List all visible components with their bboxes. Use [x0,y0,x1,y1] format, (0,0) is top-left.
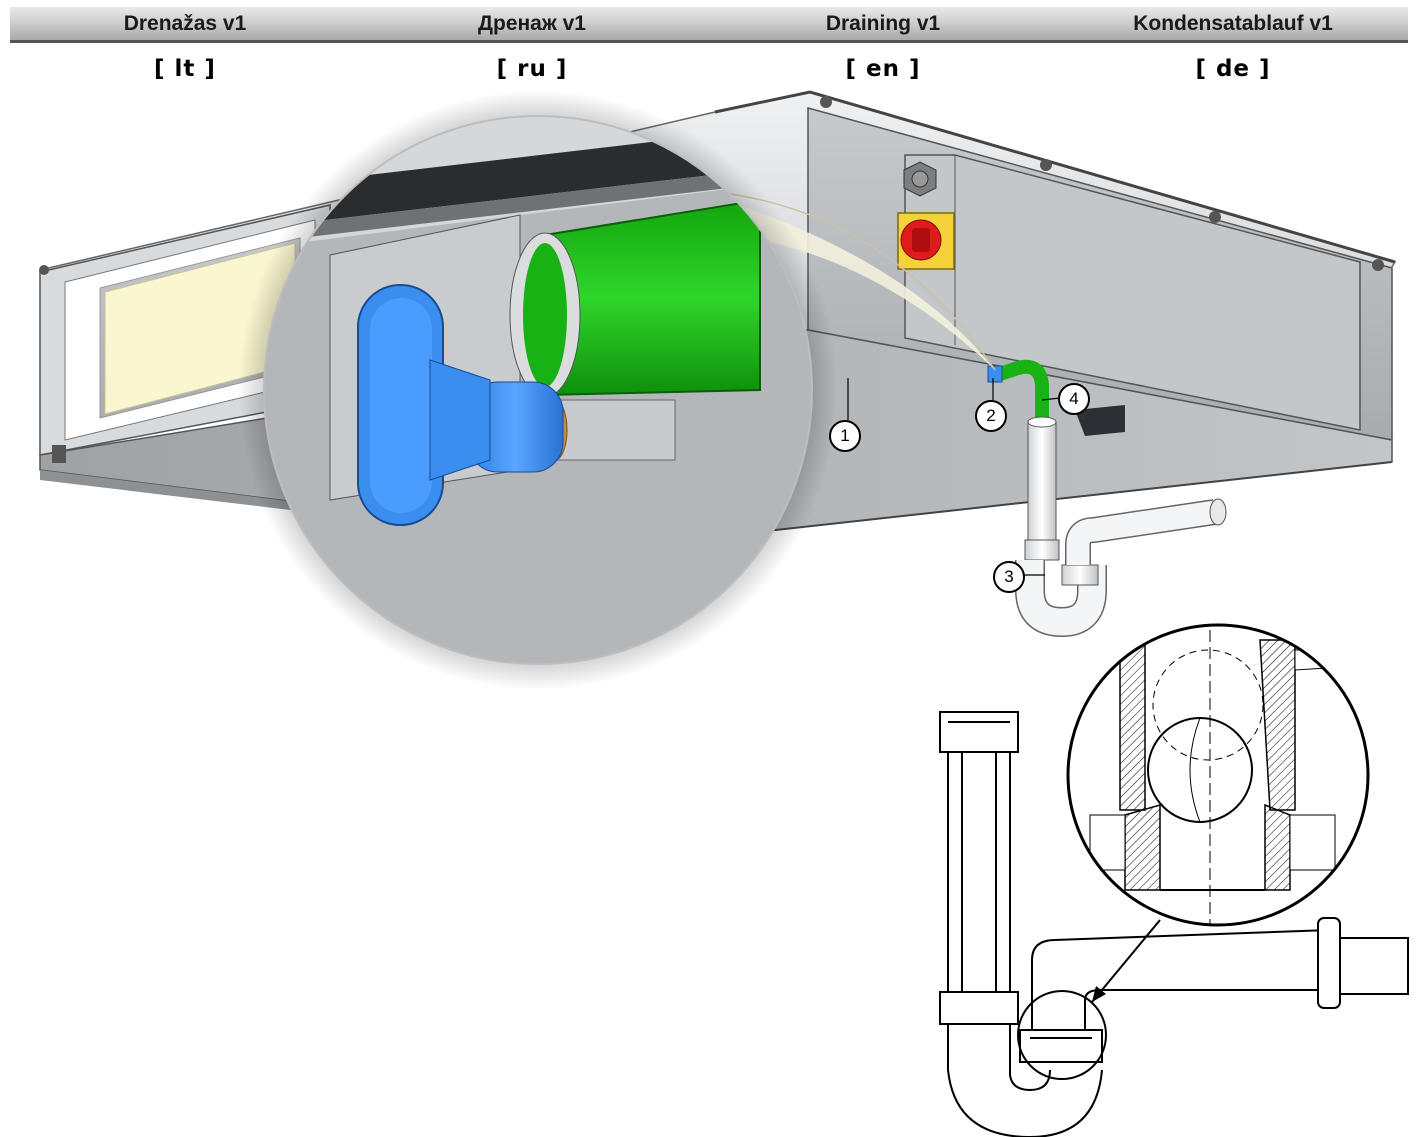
main-switch [897,212,955,270]
header-bar [10,7,1408,43]
zoom-circle-border [263,115,813,665]
drain-pipe-assembly [987,359,1227,638]
detail-circle-border [1066,623,1370,927]
tab-lt[interactable]: Drenažas v1 [123,12,247,35]
cable-gland [903,161,937,197]
callout-4: 4 [1058,383,1090,415]
callout-2: 2 [975,400,1007,432]
section-detail [1068,625,1368,925]
callout-3: 3 [993,561,1025,593]
tab-ru[interactable]: Дренаж v1 [478,12,586,35]
detail-arrow [1091,919,1161,1003]
lang-code-de: [ de ] [1195,56,1271,82]
lang-code-lt: [ lt ] [154,56,216,82]
callout-1: 1 [829,420,861,452]
tab-de[interactable]: Kondensatablauf v1 [1133,12,1333,35]
tab-en[interactable]: Draining v1 [825,12,941,35]
lang-code-ru: [ ru ] [496,56,568,82]
pipe-bracket [1075,405,1125,436]
lang-code-en: [ en ] [845,56,921,82]
trap-line-drawing [939,711,1409,1137]
valve-zoom-detail [264,116,812,664]
